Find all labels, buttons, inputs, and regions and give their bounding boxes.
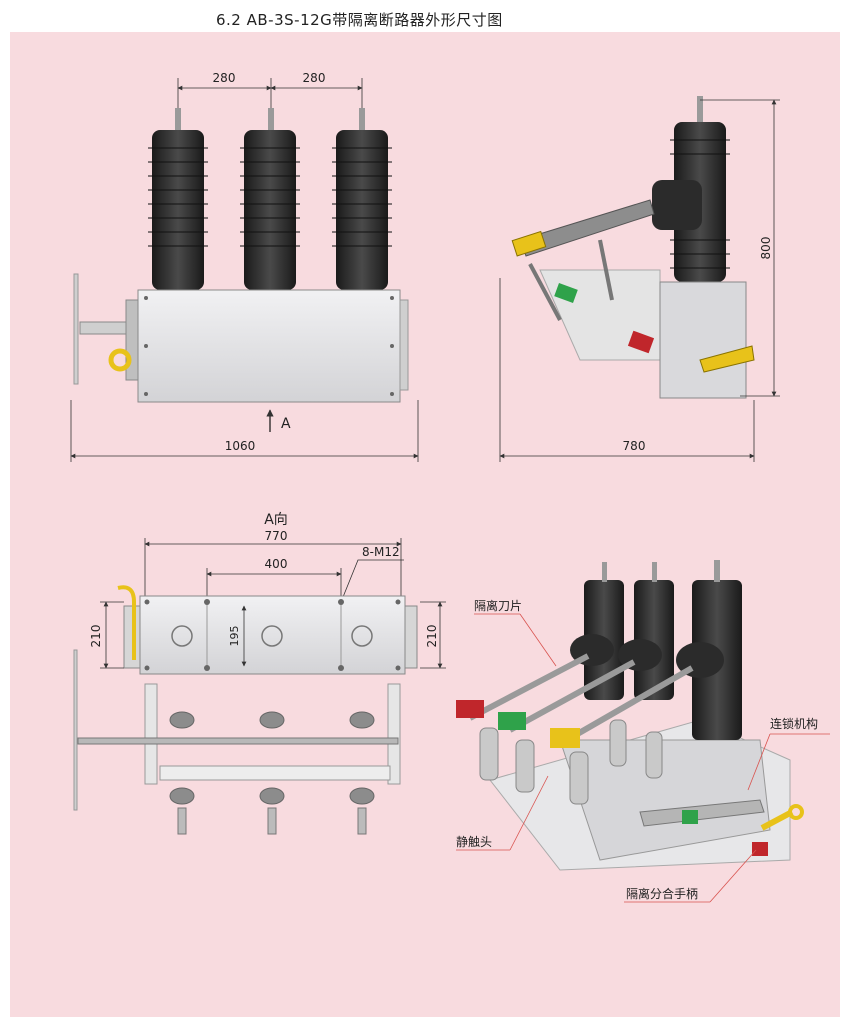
dim-height: 800 — [759, 237, 773, 260]
dim-left-height: 210 — [89, 625, 103, 648]
front-view: 280 280 — [70, 71, 419, 462]
page-title: 6.2 AB-3S-12G带隔离断路器外形尺寸图 — [216, 11, 503, 29]
callout-static-contact: 静触头 — [456, 835, 492, 849]
dim-overall: 770 — [265, 529, 288, 543]
callout-blade: 隔离刀片 — [474, 598, 522, 613]
handle-ring-icon — [108, 348, 132, 372]
side-view: 800 780 — [499, 96, 780, 462]
dim-bolt-spacing: 400 — [265, 557, 288, 571]
bottom-view: A向 770 400 8-M12 210 — [73, 512, 446, 835]
view-arrow-label: A — [281, 416, 291, 432]
dim-depth: 780 — [623, 439, 646, 453]
insulator-2 — [240, 108, 300, 290]
iso-view: 隔离刀片 连锁机构 静触头 隔离分合手柄 — [456, 560, 830, 903]
bottom-view-heading: A向 — [264, 512, 288, 528]
mounting-plate — [139, 595, 406, 675]
insulator-1 — [148, 108, 208, 290]
callout-handle: 隔离分合手柄 — [626, 886, 698, 901]
breaker-housing — [137, 289, 401, 403]
dim-spacing-left: 280 — [213, 71, 236, 85]
dim-width: 1060 — [225, 439, 256, 453]
dim-bolt-label: 8-M12 — [362, 545, 400, 559]
dim-spacing-right: 280 — [303, 71, 326, 85]
dim-inner-height: 195 — [228, 626, 241, 647]
dim-right-height: 210 — [425, 625, 439, 648]
insulator-3 — [332, 108, 392, 290]
callout-interlock: 连锁机构 — [770, 716, 818, 731]
